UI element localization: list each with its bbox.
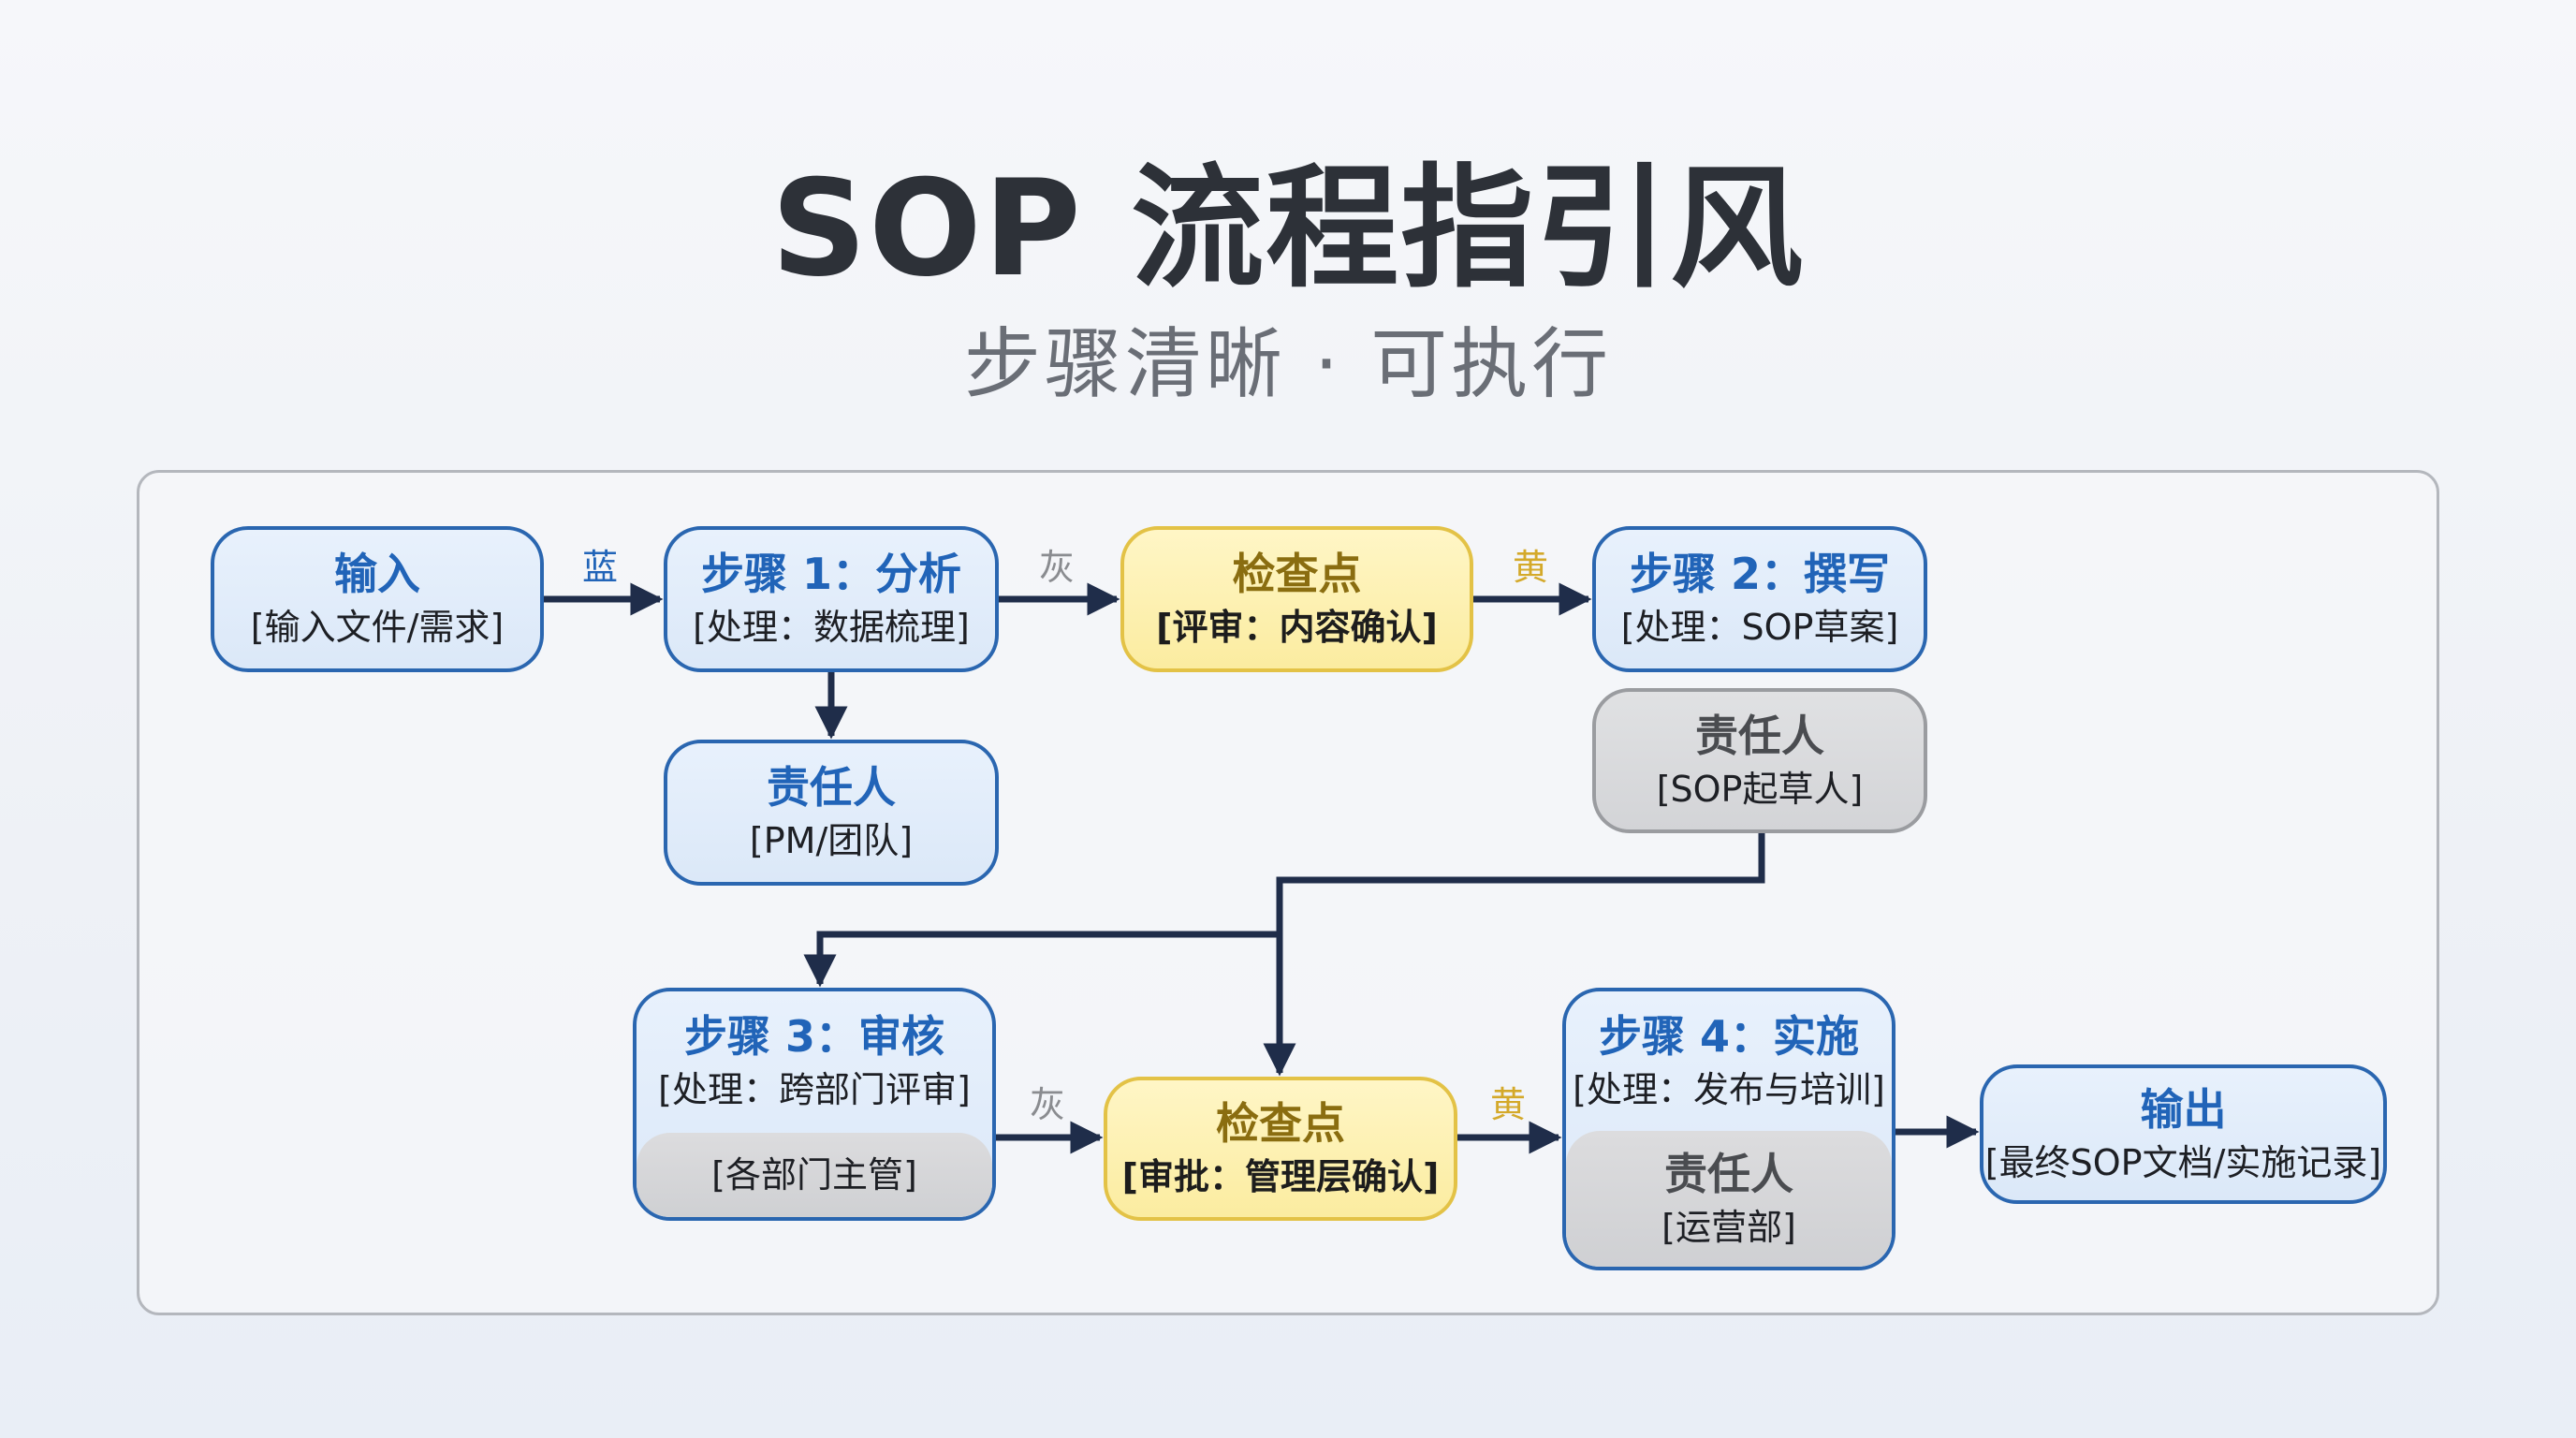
node-step4-owner-detail: [运营部] xyxy=(1661,1206,1796,1248)
node-checkpoint1[interactable]: 检查点 [评审：内容确认] xyxy=(1120,526,1473,672)
node-step2-detail: [处理：SOP草案] xyxy=(1620,607,1899,648)
node-step3[interactable]: 步骤 3：审核 [处理：跨部门评审] [各部门主管] xyxy=(633,988,996,1221)
node-step2-title: 步骤 2：撰写 xyxy=(1629,549,1891,599)
node-output-detail: [最终SOP文档/实施记录] xyxy=(1984,1141,2382,1183)
node-checkpoint1-title: 检查点 xyxy=(1232,549,1362,599)
node-step2[interactable]: 步骤 2：撰写 [处理：SOP草案] xyxy=(1592,526,1927,672)
node-owner-pm[interactable]: 责任人 [PM/团队] xyxy=(664,740,999,886)
node-checkpoint2[interactable]: 检查点 [审批：管理层确认] xyxy=(1104,1077,1457,1221)
node-step3-title: 步骤 3：审核 xyxy=(683,1011,945,1062)
node-step1[interactable]: 步骤 1：分析 [处理：数据梳理] xyxy=(664,526,999,672)
node-owner-sop-detail: [SOP起草人] xyxy=(1656,768,1864,810)
edge-label-gray: 灰 xyxy=(1039,547,1076,588)
node-step1-title: 步骤 1：分析 xyxy=(700,549,962,599)
node-input-title: 输入 xyxy=(334,549,420,599)
node-step4[interactable]: 步骤 4：实施 [处理：发布与培训] 责任人 [运营部] xyxy=(1562,988,1895,1270)
node-step4-owner: 责任人 [运营部] xyxy=(1566,1131,1892,1267)
node-step4-title: 步骤 4：实施 xyxy=(1598,1011,1860,1062)
node-step3-owner-detail: [各部门主管] xyxy=(711,1154,917,1196)
node-owner-sop[interactable]: 责任人 [SOP起草人] xyxy=(1592,688,1927,833)
node-step3-detail: [处理：跨部门评审] xyxy=(658,1069,971,1110)
node-output-title: 输出 xyxy=(2140,1083,2227,1135)
edge-label-yellow: 黄 xyxy=(1490,1084,1527,1125)
edge-label-gray: 灰 xyxy=(1030,1084,1066,1125)
node-checkpoint2-title: 检查点 xyxy=(1216,1098,1345,1149)
node-checkpoint2-detail: [审批：管理层确认] xyxy=(1121,1156,1440,1197)
node-step4-owner-title: 责任人 xyxy=(1664,1148,1793,1199)
node-step3-owner: [各部门主管] xyxy=(637,1133,992,1217)
node-owner-pm-detail: [PM/团队] xyxy=(749,820,914,861)
node-output[interactable]: 输出 [最终SOP文档/实施记录] xyxy=(1980,1064,2387,1204)
node-step1-detail: [处理：数据梳理] xyxy=(693,607,970,648)
node-step4-detail: [处理：发布与培训] xyxy=(1573,1069,1885,1110)
node-input-detail: [输入文件/需求] xyxy=(250,607,505,648)
edge-label-yellow: 黄 xyxy=(1513,547,1549,588)
node-input[interactable]: 输入 [输入文件/需求] xyxy=(211,526,544,672)
page-subtitle: 步骤清晰 · 可执行 xyxy=(963,320,1613,409)
page-title: SOP 流程指引风 xyxy=(770,152,1806,306)
node-checkpoint1-detail: [评审：内容确认] xyxy=(1156,607,1438,648)
edge-label-blue: 蓝 xyxy=(582,547,619,588)
node-owner-sop-title: 责任人 xyxy=(1695,710,1824,761)
node-owner-pm-title: 责任人 xyxy=(767,762,896,813)
